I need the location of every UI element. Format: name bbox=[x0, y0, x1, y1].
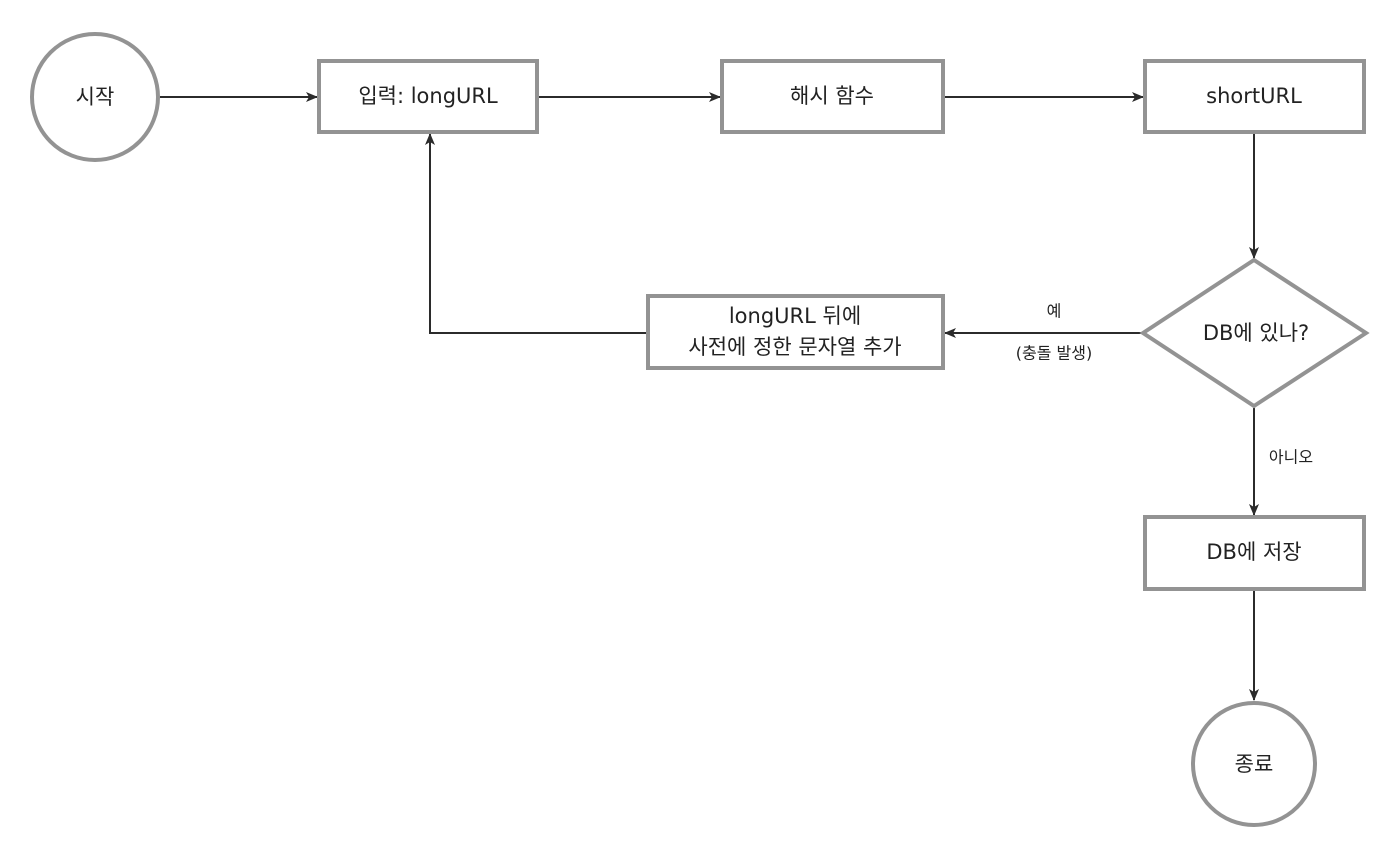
decision-label: DB에 있나? bbox=[1203, 321, 1309, 345]
save-node: DB에 저장 bbox=[1143, 515, 1366, 591]
append-label-line2: 사전에 정한 문자열 추가 bbox=[688, 335, 901, 359]
edge-label-yes-note: (충돌 발생) bbox=[1016, 344, 1092, 363]
hash-label: 해시 함수 bbox=[790, 84, 874, 108]
decision-node: DB에 있나? bbox=[1139, 257, 1370, 409]
save-label: DB에 저장 bbox=[1206, 540, 1301, 564]
short-url-label: shortURL bbox=[1206, 84, 1302, 108]
input-node: 입력: longURL bbox=[317, 59, 539, 134]
append-node: longURL 뒤에 사전에 정한 문자열 추가 bbox=[646, 294, 945, 370]
short-url-node: shortURL bbox=[1143, 59, 1366, 134]
edge-label-yes: 예 bbox=[1047, 302, 1062, 321]
edge-append-input bbox=[425, 133, 646, 334]
append-label-line1: longURL 뒤에 bbox=[729, 304, 861, 328]
start-node: 시작 bbox=[30, 32, 160, 162]
start-label: 시작 bbox=[76, 85, 115, 109]
input-label: 입력: longURL bbox=[358, 84, 498, 108]
hash-node: 해시 함수 bbox=[720, 59, 945, 134]
end-node: 종료 bbox=[1191, 701, 1317, 827]
edge-label-no: 아니오 bbox=[1269, 448, 1313, 467]
end-label: 종료 bbox=[1235, 752, 1274, 776]
